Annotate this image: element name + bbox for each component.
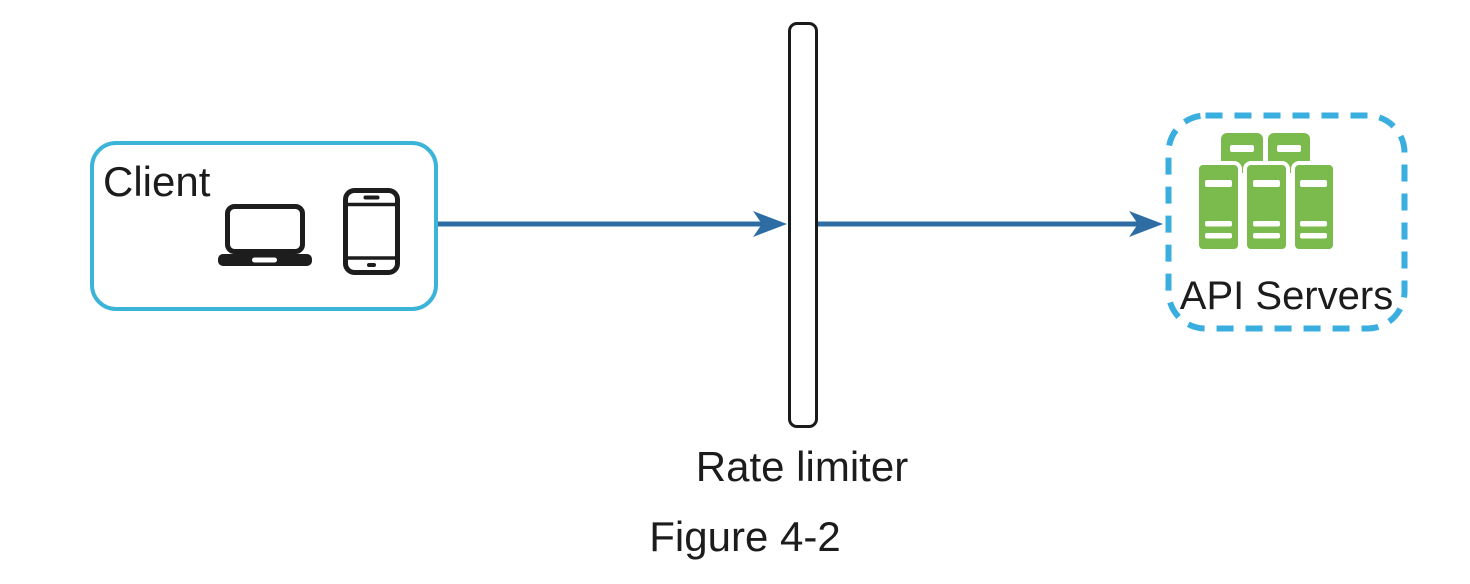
api-servers-dashed-border xyxy=(1165,112,1408,332)
arrow-client-to-rate-limiter xyxy=(438,211,787,237)
api-servers-label: API Servers xyxy=(1179,274,1394,318)
figure-caption: Figure 4-2 xyxy=(649,513,841,560)
rate-limiter-node xyxy=(788,22,818,428)
laptop-icon xyxy=(218,204,312,266)
client-node: Client xyxy=(90,141,438,311)
server-cluster-icon xyxy=(1195,133,1337,253)
client-label: Client xyxy=(103,158,211,205)
rate-limiter-label: Rate limiter xyxy=(695,443,909,490)
smartphone-icon xyxy=(343,188,400,275)
arrow-rate-limiter-to-api-servers xyxy=(817,211,1163,237)
api-servers-node: API Servers xyxy=(1165,112,1408,332)
